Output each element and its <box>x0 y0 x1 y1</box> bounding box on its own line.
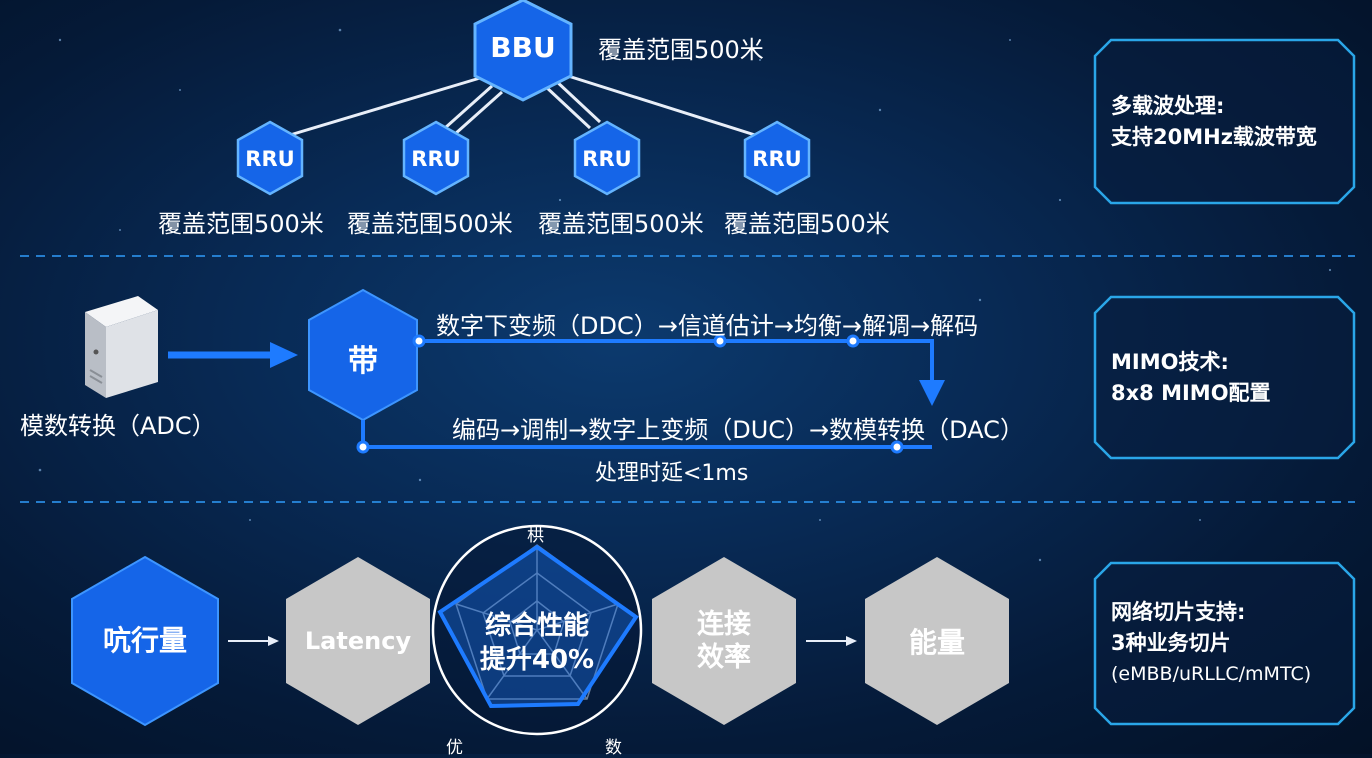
adc-arrow-head <box>270 342 298 368</box>
rru-coverage-2: 覆盖范围500米 <box>347 210 513 238</box>
panel-1-line-2: 支持20MHz载波带宽 <box>1111 124 1317 149</box>
node-upper-1 <box>412 334 426 348</box>
rru-label-2: RRU <box>411 147 461 171</box>
throughput-hex <box>71 555 219 727</box>
rru-hex-1 <box>236 120 304 196</box>
link-bbu-rru-1 <box>289 76 481 137</box>
panel-frame-3 <box>1093 561 1356 726</box>
panel-2-line-2: 8x8 MIMO配置 <box>1111 380 1271 405</box>
arrow-2-head <box>846 636 857 646</box>
band-label: 带 <box>348 344 378 379</box>
server-icon <box>85 296 158 398</box>
radar-axis-top: 栱 <box>527 526 544 546</box>
rru-coverage-3: 覆盖范围500米 <box>538 210 704 238</box>
link-bbu-rru-2a <box>444 84 493 130</box>
panel-3-line-2: 3种业务切片 <box>1111 631 1231 655</box>
panel-multicarrier: 多载波处理: 支持20MHz载波带宽 <box>1095 40 1354 203</box>
rru-coverage-4: 覆盖范围500米 <box>724 210 890 238</box>
panel-1-line-1: 多载波处理: <box>1111 93 1225 118</box>
bbu-coverage: 覆盖范围500米 <box>598 36 764 64</box>
arrow-1-head <box>268 636 279 646</box>
node-upper-3 <box>846 334 860 348</box>
radar-axis-bottom-left: 优 <box>446 738 463 758</box>
radar-title-line2: 提升40% <box>479 645 595 675</box>
radar-title-line1: 综合性能 <box>484 611 589 641</box>
radar-axis-bottom-right: 数 <box>605 738 622 758</box>
connection-label-line2: 效率 <box>697 642 751 673</box>
latency-hex-label: Latency <box>304 627 412 655</box>
panel-2-line-1: MIMO技术: <box>1111 349 1229 374</box>
panel-frame-1 <box>1093 38 1356 205</box>
latency-hex <box>286 557 430 725</box>
node-lower-1 <box>356 440 370 454</box>
energy-hex <box>865 557 1009 725</box>
panel-3-line-3: (eMBB/uRLLC/mMTC) <box>1111 663 1312 685</box>
latency-note: 处理时延<1ms <box>595 461 749 486</box>
rru-label-3: RRU <box>582 147 632 171</box>
panel-mimo: MIMO技术: 8x8 MIMO配置 <box>1095 297 1354 458</box>
radar-chart <box>431 524 643 736</box>
lower-chain-text: 编码→调制→数字上变频（DUC）→数模转换（DAC） <box>452 416 1024 444</box>
throughput-label: 吭行量 <box>102 624 187 657</box>
rru-hex-3 <box>573 120 641 196</box>
radar-series <box>437 544 639 709</box>
rru-hex-2 <box>402 120 470 196</box>
rru-label-4: RRU <box>752 147 802 171</box>
node-upper-2 <box>713 334 727 348</box>
rru-hex-4 <box>743 120 811 196</box>
connection-label: 连接 效率 <box>652 606 796 676</box>
upper-chain-text: 数字下变频（DDC）→信道估计→均衡→解调→解码 <box>436 312 979 340</box>
link-bbu-rru-2b <box>454 90 503 136</box>
link-bbu-rru-3a <box>543 84 592 130</box>
upper-chain-line <box>418 339 934 382</box>
bbu-hex <box>473 0 573 102</box>
link-bbu-rru-3b <box>553 78 602 124</box>
upper-chain-arrow <box>919 380 945 406</box>
node-lower-2 <box>890 440 904 454</box>
energy-label: 能量 <box>908 626 965 659</box>
panel-frame-2 <box>1093 295 1356 460</box>
connection-label-line1: 连接 <box>697 609 751 640</box>
panel-slicing: 网络切片支持: 3种业务切片 (eMBB/uRLLC/mMTC) <box>1095 563 1354 724</box>
link-bbu-rru-4 <box>564 73 756 137</box>
rru-label-1: RRU <box>245 147 295 171</box>
rru-coverage-1: 覆盖范围500米 <box>158 210 324 238</box>
bbu-label: BBU <box>490 30 556 64</box>
radar-title: 综合性能 提升40% <box>470 608 604 678</box>
server-label: 模数转换（ADC） <box>20 412 216 440</box>
connection-hex <box>652 557 796 725</box>
panel-3-line-1: 网络切片支持: <box>1111 600 1246 624</box>
